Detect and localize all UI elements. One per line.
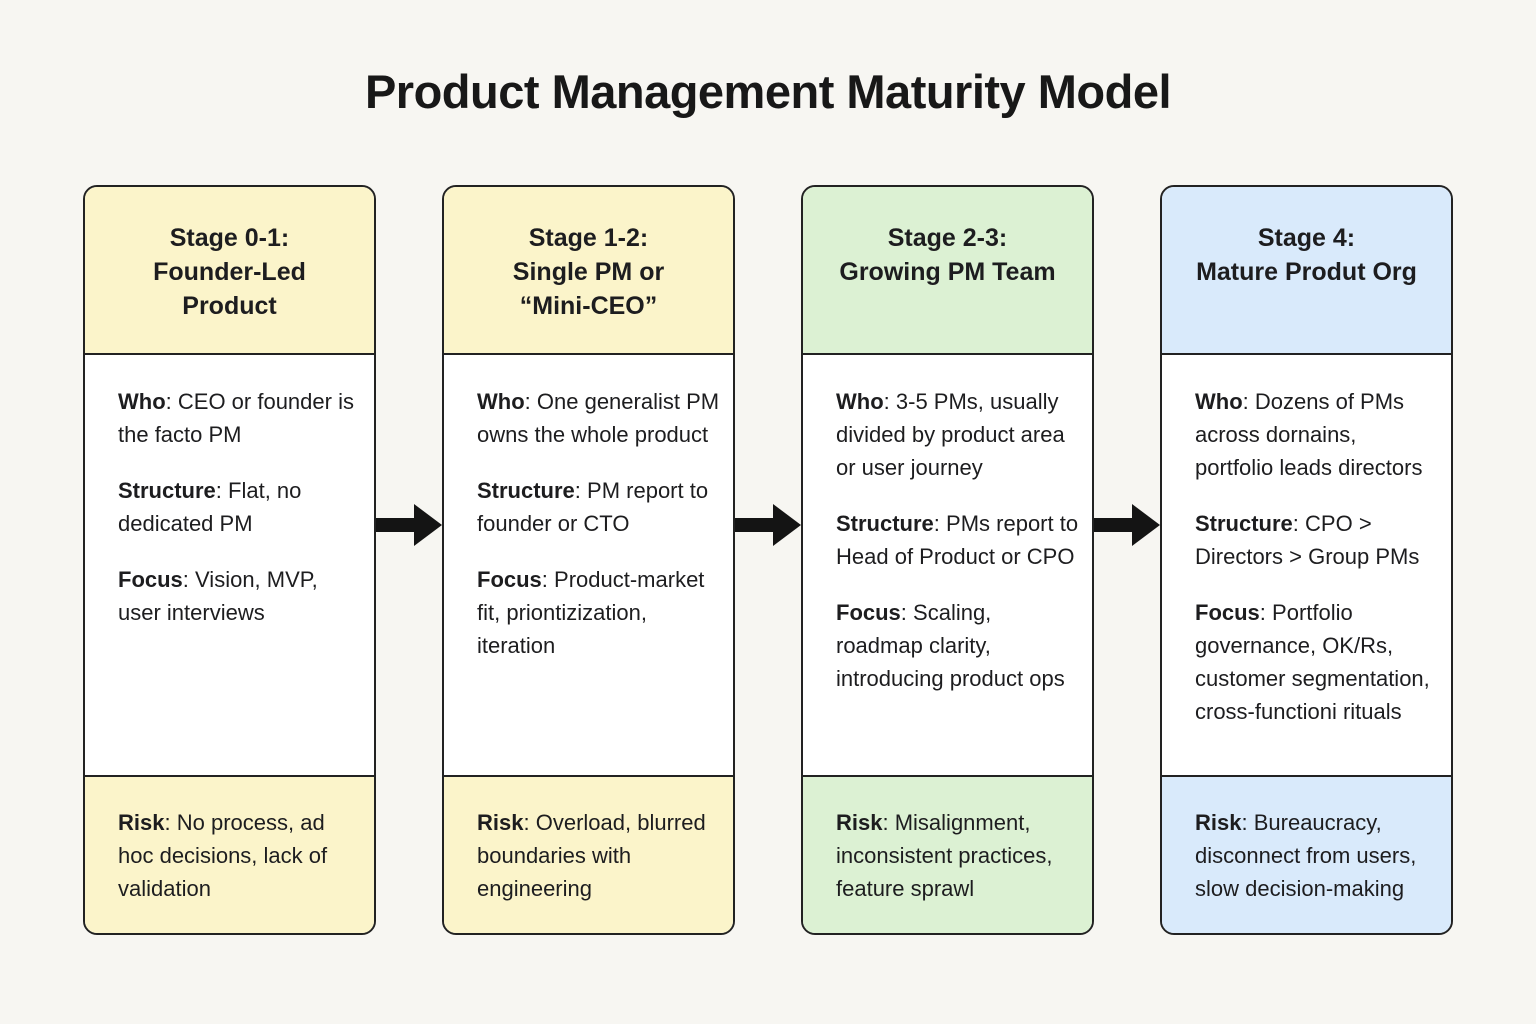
stage-body: Who: CEO or founder is the facto PM Stru… xyxy=(85,355,374,775)
section-separator: : xyxy=(1292,511,1306,536)
stage-card-0-1: Stage 0-1: Founder-Led Product Who: CEO … xyxy=(83,185,376,935)
section-label: Risk xyxy=(118,810,165,835)
section-separator: : xyxy=(883,389,896,414)
section-text: One generalist PM owns the whole product xyxy=(477,389,720,447)
arrow-right-icon xyxy=(1094,502,1160,548)
risk-section: Risk: Bureaucracy, disconnect from users… xyxy=(1162,775,1451,933)
section-text: Scaling, roadmap clarity, introducing pr… xyxy=(836,600,1065,691)
section-separator: : xyxy=(882,810,895,835)
section-text: Overload, blurred boundaries with engine… xyxy=(477,810,706,901)
stage-body: Who: One generalist PM owns the whole pr… xyxy=(444,355,733,775)
focus-section: Focus: Vision, MVP, user interviews xyxy=(118,563,362,629)
section-label: Risk xyxy=(1195,810,1242,835)
stage-header: Stage 1-2: Single PM or “Mini-CEO” xyxy=(444,187,733,355)
page-title: Product Management Maturity Model xyxy=(364,65,1172,118)
risk-section: Risk: No process, ad hoc decisions, lack… xyxy=(85,775,374,933)
who-section: Who: One generalist PM owns the whole pr… xyxy=(477,385,721,451)
section-text: PM report to founder or CTO xyxy=(477,478,709,536)
section-label: Who xyxy=(477,389,525,414)
structure-section: Structure: CPO > Directors > Group PMs xyxy=(1195,507,1439,573)
section-label: Risk xyxy=(477,810,524,835)
section-separator: : xyxy=(165,389,178,414)
arrow-right-icon xyxy=(376,502,442,548)
arrow-cell xyxy=(1094,185,1160,548)
section-separator: : xyxy=(1259,600,1273,625)
structure-section: Structure: PMs report to Head of Product… xyxy=(836,507,1080,573)
section-separator: : xyxy=(164,810,177,835)
stage-body: Who: Dozens of PMs across dornains, port… xyxy=(1162,355,1451,775)
section-label: Risk xyxy=(836,810,883,835)
section-text: Dozens of PMs across dornains, portfolio… xyxy=(1195,389,1423,480)
section-text: Misalignment, inconsistent practices, fe… xyxy=(836,810,1053,901)
section-separator: : xyxy=(215,478,229,503)
focus-section: Focus: Scaling, roadmap clarity, introdu… xyxy=(836,596,1080,695)
stage-header: Stage 4: Mature Produt Org xyxy=(1162,187,1451,355)
section-text: PMs report to Head of Product or CPO xyxy=(836,511,1079,569)
focus-section: Focus: Product-market fit, priontizizati… xyxy=(477,563,721,662)
section-label: Structure xyxy=(477,478,575,503)
section-text: 3-5 PMs, usually divided by product area… xyxy=(836,389,1065,480)
section-separator: : xyxy=(933,511,947,536)
section-text: No process, ad hoc decisions, lack of va… xyxy=(118,810,328,901)
section-label: Focus xyxy=(836,600,901,625)
stages-row: Stage 0-1: Founder-Led Product Who: CEO … xyxy=(0,185,1536,935)
structure-section: Structure: Flat, no dedicated PM xyxy=(118,474,362,540)
stage-card-2-3: Stage 2-3: Growing PM Team Who: 3-5 PMs,… xyxy=(801,185,1094,935)
section-separator: : xyxy=(541,567,555,592)
who-section: Who: CEO or founder is the facto PM xyxy=(118,385,362,451)
section-label: Who xyxy=(118,389,166,414)
stage-header: Stage 2-3: Growing PM Team xyxy=(803,187,1092,355)
risk-section: Risk: Overload, blurred boundaries with … xyxy=(444,775,733,933)
section-separator: : xyxy=(1241,810,1254,835)
section-text: CPO > Directors > Group PMs xyxy=(1195,511,1420,569)
section-label: Who xyxy=(836,389,884,414)
stage-header: Stage 0-1: Founder-Led Product xyxy=(85,187,374,355)
section-text: Portfolio governance, OK/Rs, customer se… xyxy=(1195,600,1430,724)
stage-body: Who: 3-5 PMs, usually divided by product… xyxy=(803,355,1092,775)
stage-card-1-2: Stage 1-2: Single PM or “Mini-CEO” Who: … xyxy=(442,185,735,935)
section-separator: : xyxy=(574,478,588,503)
risk-section: Risk: Misalignment, inconsistent practic… xyxy=(803,775,1092,933)
section-text: CEO or founder is the facto PM xyxy=(118,389,354,447)
section-separator: : xyxy=(523,810,536,835)
section-separator: : xyxy=(1242,389,1255,414)
section-label: Structure xyxy=(118,478,216,503)
section-text: Vision, MVP, user interviews xyxy=(118,567,318,625)
section-label: Focus xyxy=(1195,600,1260,625)
stage-card-4: Stage 4: Mature Produt Org Who: Dozens o… xyxy=(1160,185,1453,935)
structure-section: Structure: PM report to founder or CTO xyxy=(477,474,721,540)
section-separator: : xyxy=(182,567,196,592)
section-text: Bureaucracy, disconnect from users, slow… xyxy=(1195,810,1417,901)
section-label: Structure xyxy=(1195,511,1293,536)
section-separator: : xyxy=(900,600,914,625)
section-text: Product-market fit, priontizization, ite… xyxy=(477,567,705,658)
who-section: Who: 3-5 PMs, usually divided by product… xyxy=(836,385,1080,484)
focus-section: Focus: Portfolio governance, OK/Rs, cust… xyxy=(1195,596,1439,728)
section-text: Flat, no dedicated PM xyxy=(118,478,302,536)
arrow-cell xyxy=(376,185,442,548)
who-section: Who: Dozens of PMs across dornains, port… xyxy=(1195,385,1439,484)
arrow-right-icon xyxy=(735,502,801,548)
section-label: Focus xyxy=(118,567,183,592)
section-label: Focus xyxy=(477,567,542,592)
section-label: Structure xyxy=(836,511,934,536)
arrow-cell xyxy=(735,185,801,548)
section-label: Who xyxy=(1195,389,1243,414)
section-separator: : xyxy=(524,389,537,414)
